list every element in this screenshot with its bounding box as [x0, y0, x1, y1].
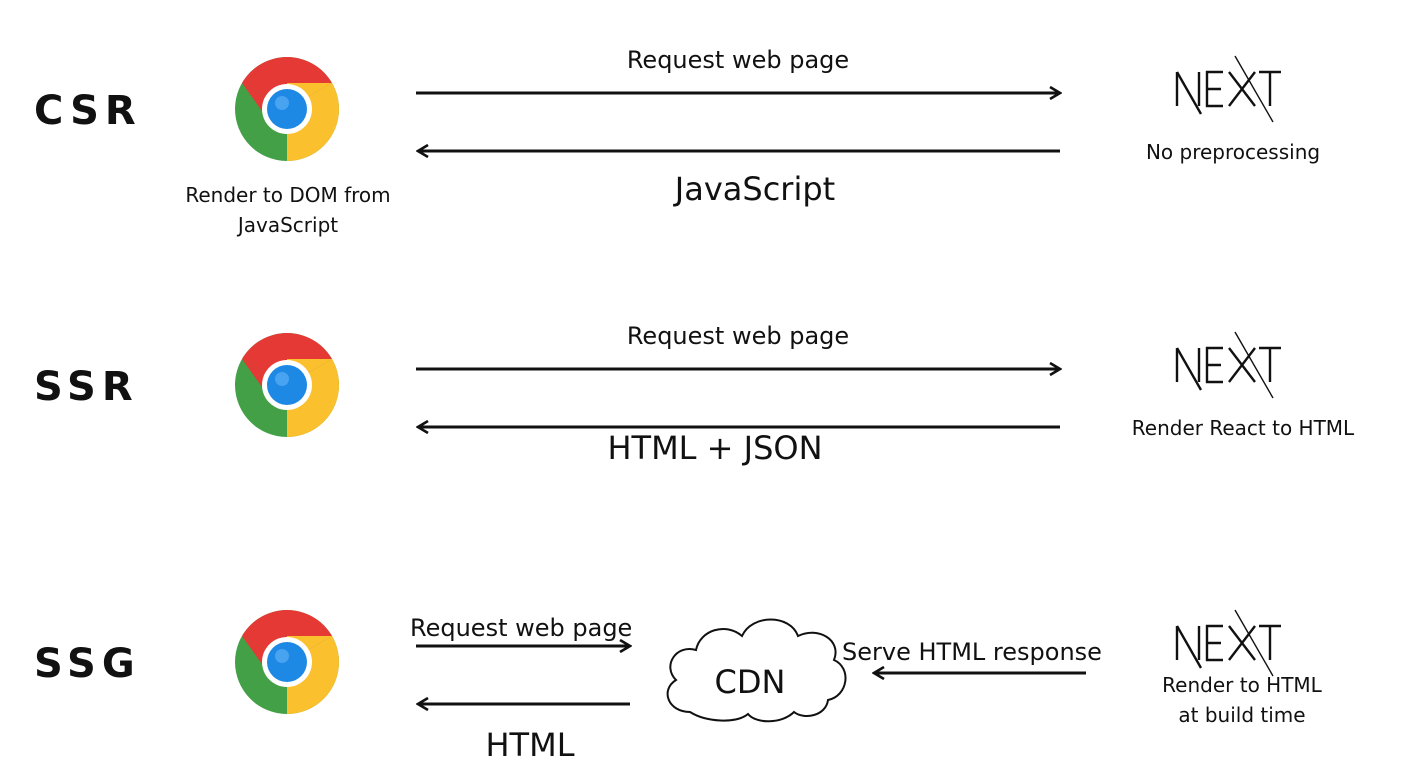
- nextjs-logo-icon: [1175, 54, 1283, 124]
- chrome-icon: [235, 333, 339, 437]
- row-label-csr: CSR: [34, 88, 142, 134]
- server-caption: Render React to HTML: [1131, 416, 1355, 440]
- nextjs-logo-icon: [1175, 330, 1283, 400]
- row-label-ssg: SSG: [34, 641, 141, 687]
- browser-caption: Render to DOM from JavaScript: [166, 180, 410, 240]
- response-label: HTML: [485, 726, 575, 764]
- row-label-ssr: SSR: [34, 364, 139, 410]
- cloud-icon: [666, 618, 847, 723]
- request-label: Request web page: [626, 322, 850, 350]
- response-label: HTML + JSON: [607, 429, 823, 467]
- response-label: JavaScript: [674, 170, 836, 208]
- nextjs-logo-icon: [1175, 608, 1283, 678]
- browser-caption-line: JavaScript: [237, 213, 339, 237]
- browser-caption-line: Render to DOM from: [185, 183, 391, 207]
- request-label: Request web page: [410, 614, 633, 642]
- server-caption: Render to HTML at build time: [1130, 670, 1354, 730]
- request-label: Request web page: [626, 46, 850, 74]
- chrome-icon: [235, 57, 339, 161]
- server-caption-line: at build time: [1178, 703, 1306, 727]
- serve-label: Serve HTML response: [842, 638, 1102, 666]
- cdn-label: CDN: [714, 663, 786, 701]
- chrome-icon: [235, 610, 339, 714]
- server-caption-line: Render to HTML: [1162, 673, 1322, 697]
- server-caption: No preprocessing: [1145, 140, 1321, 164]
